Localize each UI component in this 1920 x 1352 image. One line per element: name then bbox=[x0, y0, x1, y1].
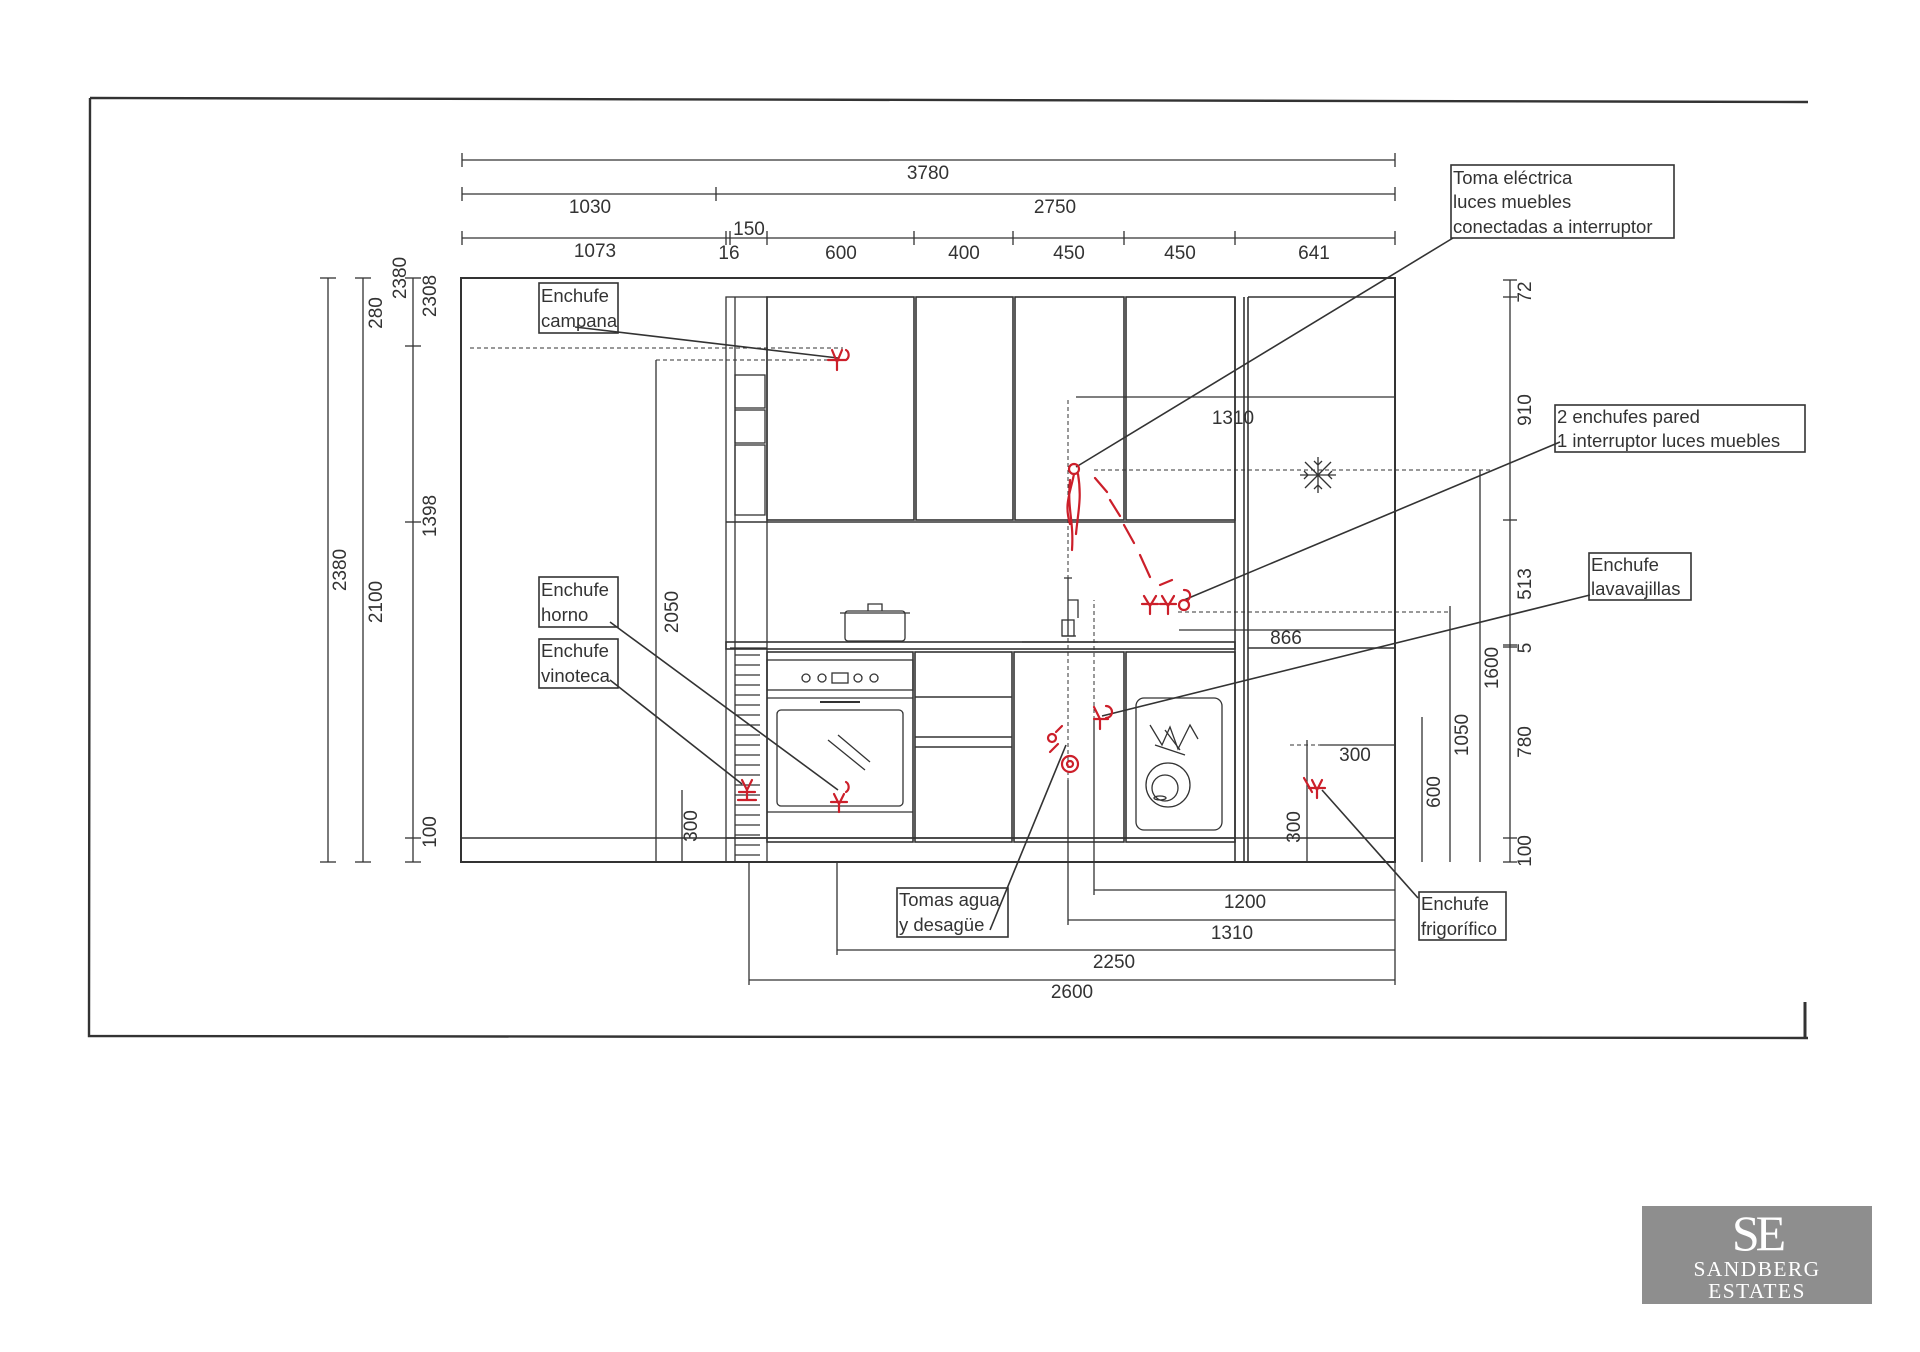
sink-cabinet bbox=[1013, 651, 1125, 843]
callout-lavavajillas-line-1: Enchufe bbox=[1591, 554, 1659, 575]
drawers bbox=[914, 651, 1013, 843]
logo-name: SANDBERG ESTATES bbox=[1693, 1257, 1821, 1303]
dim-left-280: 280 bbox=[366, 297, 387, 329]
drawing-frame bbox=[87, 96, 1809, 1040]
callout-enchufes-pared-line-2: 1 interruptor luces muebles bbox=[1557, 430, 1780, 451]
dim-right-1050: 1050 bbox=[1452, 714, 1473, 756]
callout-horno-line-1: Enchufe bbox=[541, 579, 609, 600]
dim-left-2100: 2100 bbox=[366, 581, 387, 623]
dim-left-2050: 2050 bbox=[662, 591, 683, 633]
dim-segment-7: 641 bbox=[1298, 243, 1330, 264]
callout-agua-line-2: y desagüe bbox=[899, 914, 984, 935]
callout-vinoteca-line-1: Enchufe bbox=[541, 640, 609, 661]
dim-right-1600: 1600 bbox=[1482, 647, 1503, 689]
bottom-dimension-lines bbox=[748, 720, 1396, 985]
dim-bottom-2250: 2250 bbox=[1093, 952, 1135, 973]
dim-inner-1310: 1310 bbox=[1212, 408, 1254, 429]
dim-bottom-1310: 1310 bbox=[1211, 923, 1253, 944]
callout-campana-line-2: campana bbox=[541, 310, 618, 331]
leader-lines bbox=[574, 237, 1591, 931]
sandberg-estates-logo: SE SANDBERG ESTATES MALLORCA bbox=[1642, 1205, 1872, 1315]
dim-segment-6: 450 bbox=[1164, 243, 1196, 264]
dim-left-2308: 2308 bbox=[420, 275, 441, 317]
dim-bottom-2600: 2600 bbox=[1051, 982, 1093, 1003]
faucet bbox=[1022, 577, 1098, 643]
dim-right-300: 300 bbox=[1284, 811, 1305, 843]
guide-lines bbox=[470, 347, 1490, 780]
dim-top-total: 3780 bbox=[907, 163, 949, 184]
dim-horizontal-300: 300 bbox=[1339, 745, 1371, 766]
pot bbox=[840, 603, 910, 642]
dim-segment-4: 400 bbox=[948, 243, 980, 264]
dim-left-2380: 2380 bbox=[330, 549, 351, 591]
dim-right-600: 600 bbox=[1424, 776, 1445, 808]
snowflake-icon bbox=[1300, 457, 1336, 493]
callout-lavavajillas-line-2: lavavajillas bbox=[1591, 578, 1680, 599]
callout-agua-line-1: Tomas agua bbox=[899, 889, 1000, 910]
callout-horno-line-2: horno bbox=[541, 604, 588, 625]
left-dimension-lines bbox=[320, 277, 683, 863]
wall-outline bbox=[460, 277, 1396, 863]
logo-monogram: SE bbox=[1731, 1205, 1786, 1261]
callout-frigorifico-line-1: Enchufe bbox=[1421, 893, 1489, 914]
callout-toma-electrica-line-1: Toma eléctrica bbox=[1453, 167, 1573, 188]
red-markup bbox=[736, 348, 1327, 814]
callout-toma-electrica-line-2: luces muebles bbox=[1453, 191, 1571, 212]
dim-segment-2: 16 bbox=[718, 243, 739, 264]
right-dimension-lines bbox=[1076, 279, 1517, 863]
callout-toma-electrica-line-3: conectadas a interruptor bbox=[1453, 216, 1653, 237]
dim-top-right: 2750 bbox=[1034, 197, 1076, 218]
dim-left-300: 300 bbox=[681, 810, 702, 842]
tall-column bbox=[725, 296, 768, 863]
dim-top-left: 1030 bbox=[569, 197, 611, 218]
callout-enchufes-pared-line-1: 2 enchufes pared bbox=[1557, 406, 1700, 427]
dim-right-100: 100 bbox=[1515, 835, 1536, 867]
callout-vinoteca-line-2: vinoteca bbox=[541, 665, 611, 686]
dim-segment-1: 1073 bbox=[574, 241, 616, 262]
dim-right-780: 780 bbox=[1515, 726, 1536, 758]
callout-frigorifico-line-2: frigorífico bbox=[1421, 918, 1497, 939]
dim-gap-150: 150 bbox=[733, 219, 765, 240]
logo-location: MALLORCA bbox=[1714, 1304, 1800, 1315]
dim-right-72: 72 bbox=[1515, 281, 1536, 302]
dim-bottom-1200: 1200 bbox=[1224, 892, 1266, 913]
dim-right-5: 5 bbox=[1515, 643, 1536, 654]
dim-right-513: 513 bbox=[1515, 568, 1536, 600]
dim-left-2380-top: 2380 bbox=[390, 257, 411, 299]
callout-campana-line-1: Enchufe bbox=[541, 285, 609, 306]
fridge-column bbox=[1234, 296, 1395, 862]
dim-left-1398: 1398 bbox=[420, 495, 441, 537]
upper-cabinets bbox=[726, 296, 1236, 523]
dim-segment-3: 600 bbox=[825, 243, 857, 264]
dim-inner-866: 866 bbox=[1270, 628, 1302, 649]
top-dimension-lines bbox=[461, 153, 1396, 245]
callout-boxes bbox=[538, 164, 1806, 941]
dim-left-100: 100 bbox=[420, 816, 441, 848]
dishwasher bbox=[1125, 651, 1236, 843]
dim-segment-5: 450 bbox=[1053, 243, 1085, 264]
dim-right-910: 910 bbox=[1515, 394, 1536, 426]
countertop bbox=[725, 641, 1236, 650]
oven bbox=[766, 651, 914, 843]
